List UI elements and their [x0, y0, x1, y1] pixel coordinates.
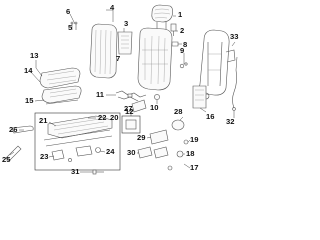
seatback-cover-part — [89, 23, 118, 79]
seatback-bracket-part — [117, 31, 133, 55]
seat-parts-diagram: 1 2 3 4 5 6 7 8 9 10 11 12 13 14 15 16 1… — [2, 3, 239, 176]
lever-part — [11, 125, 34, 134]
callout-15: 15 — [25, 96, 34, 105]
callout-13: 13 — [30, 51, 39, 60]
callout-6: 6 — [66, 7, 71, 16]
exploded-view-drawing — [5, 4, 238, 175]
headrest-guide-part — [170, 23, 177, 36]
callout-20: 20 — [110, 113, 119, 122]
callout-10: 10 — [150, 103, 159, 112]
callout-30: 30 — [127, 148, 136, 157]
callout-25: 25 — [2, 155, 11, 164]
switch-box — [121, 115, 141, 134]
callout-29: 29 — [137, 133, 146, 142]
seat-cushion-pad-part — [41, 85, 82, 104]
seat-track-box — [34, 112, 121, 171]
callout-12: 12 — [125, 107, 134, 116]
cable-part — [232, 69, 237, 111]
callout-18: 18 — [186, 149, 195, 158]
small-knob-part — [176, 150, 184, 158]
callout-4: 4 — [110, 3, 115, 12]
plug-part — [154, 94, 160, 100]
callout-7: 7 — [116, 54, 121, 63]
callout-9: 9 — [180, 46, 185, 55]
leader-lines — [9, 9, 238, 173]
callout-14: 14 — [24, 66, 33, 75]
seat-cushion-cover-part — [39, 67, 81, 89]
switch-cover-part — [149, 129, 169, 145]
screw-part — [167, 139, 189, 171]
side-bracket-part — [131, 99, 147, 113]
bolt-part — [92, 169, 104, 175]
headrest-part — [151, 4, 173, 30]
callout-32: 32 — [226, 117, 235, 126]
callout-16: 16 — [206, 112, 215, 121]
callout-3: 3 — [124, 19, 129, 28]
callout-17: 17 — [190, 163, 199, 172]
wire-harness-part — [115, 90, 147, 102]
callout-8: 8 — [183, 40, 188, 49]
callout-21: 21 — [39, 116, 48, 125]
clip-part — [171, 41, 188, 69]
callout-5: 5 — [68, 23, 73, 32]
callout-19: 19 — [190, 135, 199, 144]
callout-33: 33 — [230, 32, 239, 41]
callout-22: 22 — [98, 113, 107, 122]
callout-23: 23 — [40, 152, 49, 161]
callout-1: 1 — [178, 10, 183, 19]
callout-27: 27 — [124, 104, 133, 113]
callout-28: 28 — [174, 107, 183, 116]
bezel-part — [137, 146, 169, 159]
pins-part — [70, 21, 78, 30]
trim-strip-part — [5, 145, 22, 162]
callout-2: 2 — [180, 26, 185, 35]
knob-part — [171, 119, 185, 131]
back-board-part — [192, 85, 207, 109]
callout-26: 26 — [9, 125, 18, 134]
seat-panel-part — [45, 99, 79, 105]
seatback-pad-part — [137, 27, 173, 91]
callout-24: 24 — [106, 147, 115, 156]
callout-11: 11 — [96, 90, 105, 99]
callout-31: 31 — [71, 167, 80, 176]
